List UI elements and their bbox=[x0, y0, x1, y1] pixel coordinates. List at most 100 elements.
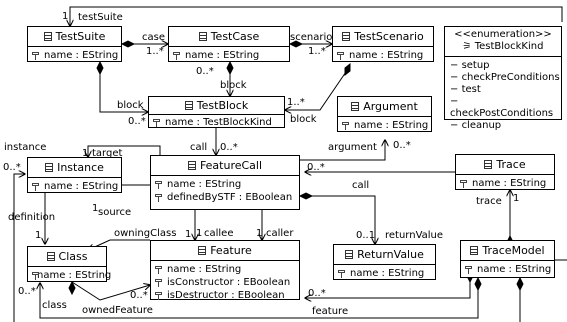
role-label: returnValue bbox=[385, 230, 444, 241]
enum-literal: − setup bbox=[450, 60, 490, 71]
composition-diamond bbox=[344, 62, 351, 77]
edge-tracemodel-class bbox=[40, 278, 479, 319]
enum-literal: − test bbox=[450, 84, 481, 95]
role-label: feature bbox=[312, 306, 349, 317]
edge-scenario-block bbox=[285, 65, 351, 110]
multiplicity-label: 0..* bbox=[196, 66, 214, 77]
role-label: trace bbox=[476, 196, 502, 207]
class-test-block[interactable]: TestBlock name : TestBlockKind bbox=[148, 96, 285, 128]
multiplicity-label: 1 bbox=[513, 193, 520, 204]
class-feature-call[interactable]: FeatureCall name : EString definedBySTF … bbox=[150, 155, 300, 210]
composition-diamond bbox=[120, 40, 136, 48]
multiplicity-label: 0..* bbox=[220, 142, 238, 153]
attribute-icon bbox=[155, 291, 162, 300]
class-icon bbox=[198, 246, 207, 255]
edge-call-target bbox=[88, 145, 161, 160]
attribute-icon bbox=[155, 278, 162, 287]
attribute-icon bbox=[465, 265, 472, 274]
class-trace[interactable]: Trace name : EString bbox=[455, 154, 555, 190]
multiplicity-label: 0..* bbox=[130, 290, 148, 301]
role-label: call bbox=[190, 142, 208, 153]
class-return-value[interactable]: ReturnValue name : EString bbox=[333, 244, 436, 280]
edge-class-feature bbox=[71, 281, 150, 301]
attribute-icon bbox=[173, 51, 180, 60]
role-label: ownedFeature bbox=[82, 305, 153, 316]
attribute-icon bbox=[155, 180, 162, 189]
multiplicity-label: 1..* bbox=[287, 97, 305, 108]
multiplicity-label: 1..* bbox=[308, 46, 326, 57]
multiplicity-label: 1 bbox=[256, 228, 263, 239]
attribute-icon bbox=[32, 51, 39, 60]
attribute-icon bbox=[153, 118, 160, 127]
edge-suite-self bbox=[69, 6, 563, 22]
class-icon bbox=[470, 246, 479, 255]
class-test-case[interactable]: TestCase name : EString bbox=[168, 26, 290, 62]
class-test-scenario[interactable]: TestScenario name : EString bbox=[332, 26, 434, 62]
attribute-icon bbox=[32, 182, 39, 191]
role-label: caller bbox=[266, 228, 294, 239]
role-label: argument bbox=[328, 142, 377, 153]
multiplicity-label: 1 bbox=[35, 230, 42, 241]
class-instance[interactable]: Instance name : EString bbox=[27, 157, 122, 193]
attribute-icon bbox=[155, 193, 162, 202]
attribute-icon bbox=[342, 121, 349, 130]
class-icon bbox=[45, 163, 54, 172]
role-label: testSuite bbox=[78, 12, 123, 23]
enum-literal: − checkPostConditions bbox=[450, 96, 554, 119]
multiplicity-label: 0..1 bbox=[356, 230, 376, 241]
multiplicity-label: 0..* bbox=[18, 286, 36, 297]
edge-call-argument bbox=[300, 140, 385, 161]
class-icon bbox=[184, 101, 193, 110]
role-label: callee bbox=[204, 228, 234, 239]
class-class[interactable]: Class name : EString bbox=[27, 246, 111, 282]
multiplicity-label: 1 bbox=[185, 229, 192, 240]
composition-diamond bbox=[96, 60, 104, 76]
role-label: block bbox=[290, 114, 317, 125]
class-feature[interactable]: Feature name : EString isConstructor : E… bbox=[150, 240, 300, 301]
multiplicity-label: 1 bbox=[196, 228, 203, 239]
role-label: definition bbox=[8, 212, 56, 223]
role-label: source bbox=[98, 207, 132, 218]
class-test-suite[interactable]: TestSuite name : EString bbox=[27, 26, 122, 62]
multiplicity-label: 0..* bbox=[393, 140, 411, 151]
edge-suite-block bbox=[99, 62, 148, 112]
role-label: scenario bbox=[290, 32, 333, 43]
enum-stereotype: <<enumeration>> bbox=[454, 29, 552, 40]
multiplicity-label: 0..* bbox=[308, 288, 326, 299]
multiplicity-label: 0..* bbox=[128, 116, 146, 127]
composition-diamond bbox=[516, 276, 524, 292]
class-icon bbox=[43, 32, 52, 41]
role-label: call bbox=[352, 180, 370, 191]
class-icon bbox=[484, 160, 493, 169]
role-label: case bbox=[142, 32, 165, 43]
class-icon bbox=[351, 102, 360, 111]
composition-diamond bbox=[298, 192, 314, 200]
class-icon bbox=[345, 250, 354, 259]
attribute-icon bbox=[338, 269, 345, 278]
attribute-icon bbox=[460, 179, 467, 188]
class-argument[interactable]: Argument name : EString bbox=[337, 96, 432, 132]
role-label: target bbox=[92, 148, 123, 159]
enum-name: TestBlockKind bbox=[474, 41, 544, 52]
enum-test-block-kind[interactable]: <<enumeration>> ⚞ TestBlockKind − setup … bbox=[444, 26, 562, 131]
multiplicity-label: 1 bbox=[92, 203, 99, 214]
multiplicity-label: 1..* bbox=[146, 46, 164, 57]
enum-icon: ⚞ bbox=[462, 41, 475, 52]
composition-diamond bbox=[68, 280, 76, 296]
role-label: instance bbox=[4, 142, 47, 153]
attribute-icon bbox=[155, 265, 162, 274]
class-icon bbox=[187, 161, 196, 170]
class-trace-model[interactable]: TraceModel name : EString bbox=[460, 240, 555, 278]
role-label: block bbox=[220, 80, 247, 91]
composition-diamond bbox=[226, 60, 234, 76]
enum-literal: − cleanup bbox=[450, 120, 502, 131]
composition-diamond bbox=[288, 40, 304, 48]
role-label: owningClass bbox=[114, 228, 177, 239]
role-label: block bbox=[117, 100, 144, 111]
edge-instance bbox=[13, 174, 25, 322]
enum-literal: − checkPreConditions bbox=[450, 72, 560, 83]
multiplicity-label: 1 bbox=[62, 11, 69, 22]
class-icon bbox=[46, 252, 55, 261]
